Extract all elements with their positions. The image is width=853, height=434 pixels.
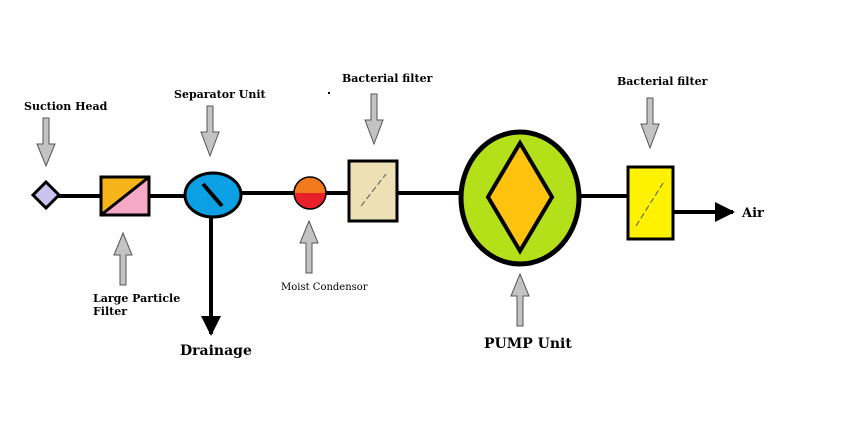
label-bacterial-filter-1: Bacterial filter	[342, 72, 433, 85]
label-large-particle-filter-line2: Filter	[93, 305, 127, 318]
pointer-arrow-large-particle-filter	[113, 231, 133, 286]
moist-condensor-icon	[293, 176, 327, 210]
suction-head-icon	[30, 179, 62, 211]
label-pump-unit: PUMP Unit	[484, 336, 572, 352]
label-bacterial-filter-2: Bacterial filter	[617, 75, 708, 88]
large-particle-filter-icon	[99, 175, 151, 217]
label-moist-condensor: Moist Condensor	[281, 282, 368, 293]
pointer-arrow-bacterial-filter-2	[640, 97, 660, 150]
pointer-arrow-pump-unit	[510, 272, 530, 327]
pointer-arrow-moist-condensor	[299, 219, 319, 274]
label-air: Air	[741, 206, 764, 221]
label-separator-unit: Separator Unit	[174, 88, 266, 101]
label-drainage: Drainage	[180, 343, 252, 359]
bacterial-filter-1-icon	[347, 159, 399, 223]
label-suction-head: Suction Head	[24, 100, 108, 113]
pointer-arrow-bacterial-filter-1	[364, 93, 384, 146]
pump-unit-icon	[458, 129, 582, 267]
stray-dot	[328, 92, 330, 94]
separator-unit-icon	[183, 171, 243, 219]
pointer-arrow-separator-unit	[200, 105, 220, 158]
pointer-arrow-suction-head	[36, 117, 56, 168]
bacterial-filter-2-icon	[626, 165, 675, 241]
label-large-particle-filter-line1: Large Particle	[93, 292, 180, 305]
